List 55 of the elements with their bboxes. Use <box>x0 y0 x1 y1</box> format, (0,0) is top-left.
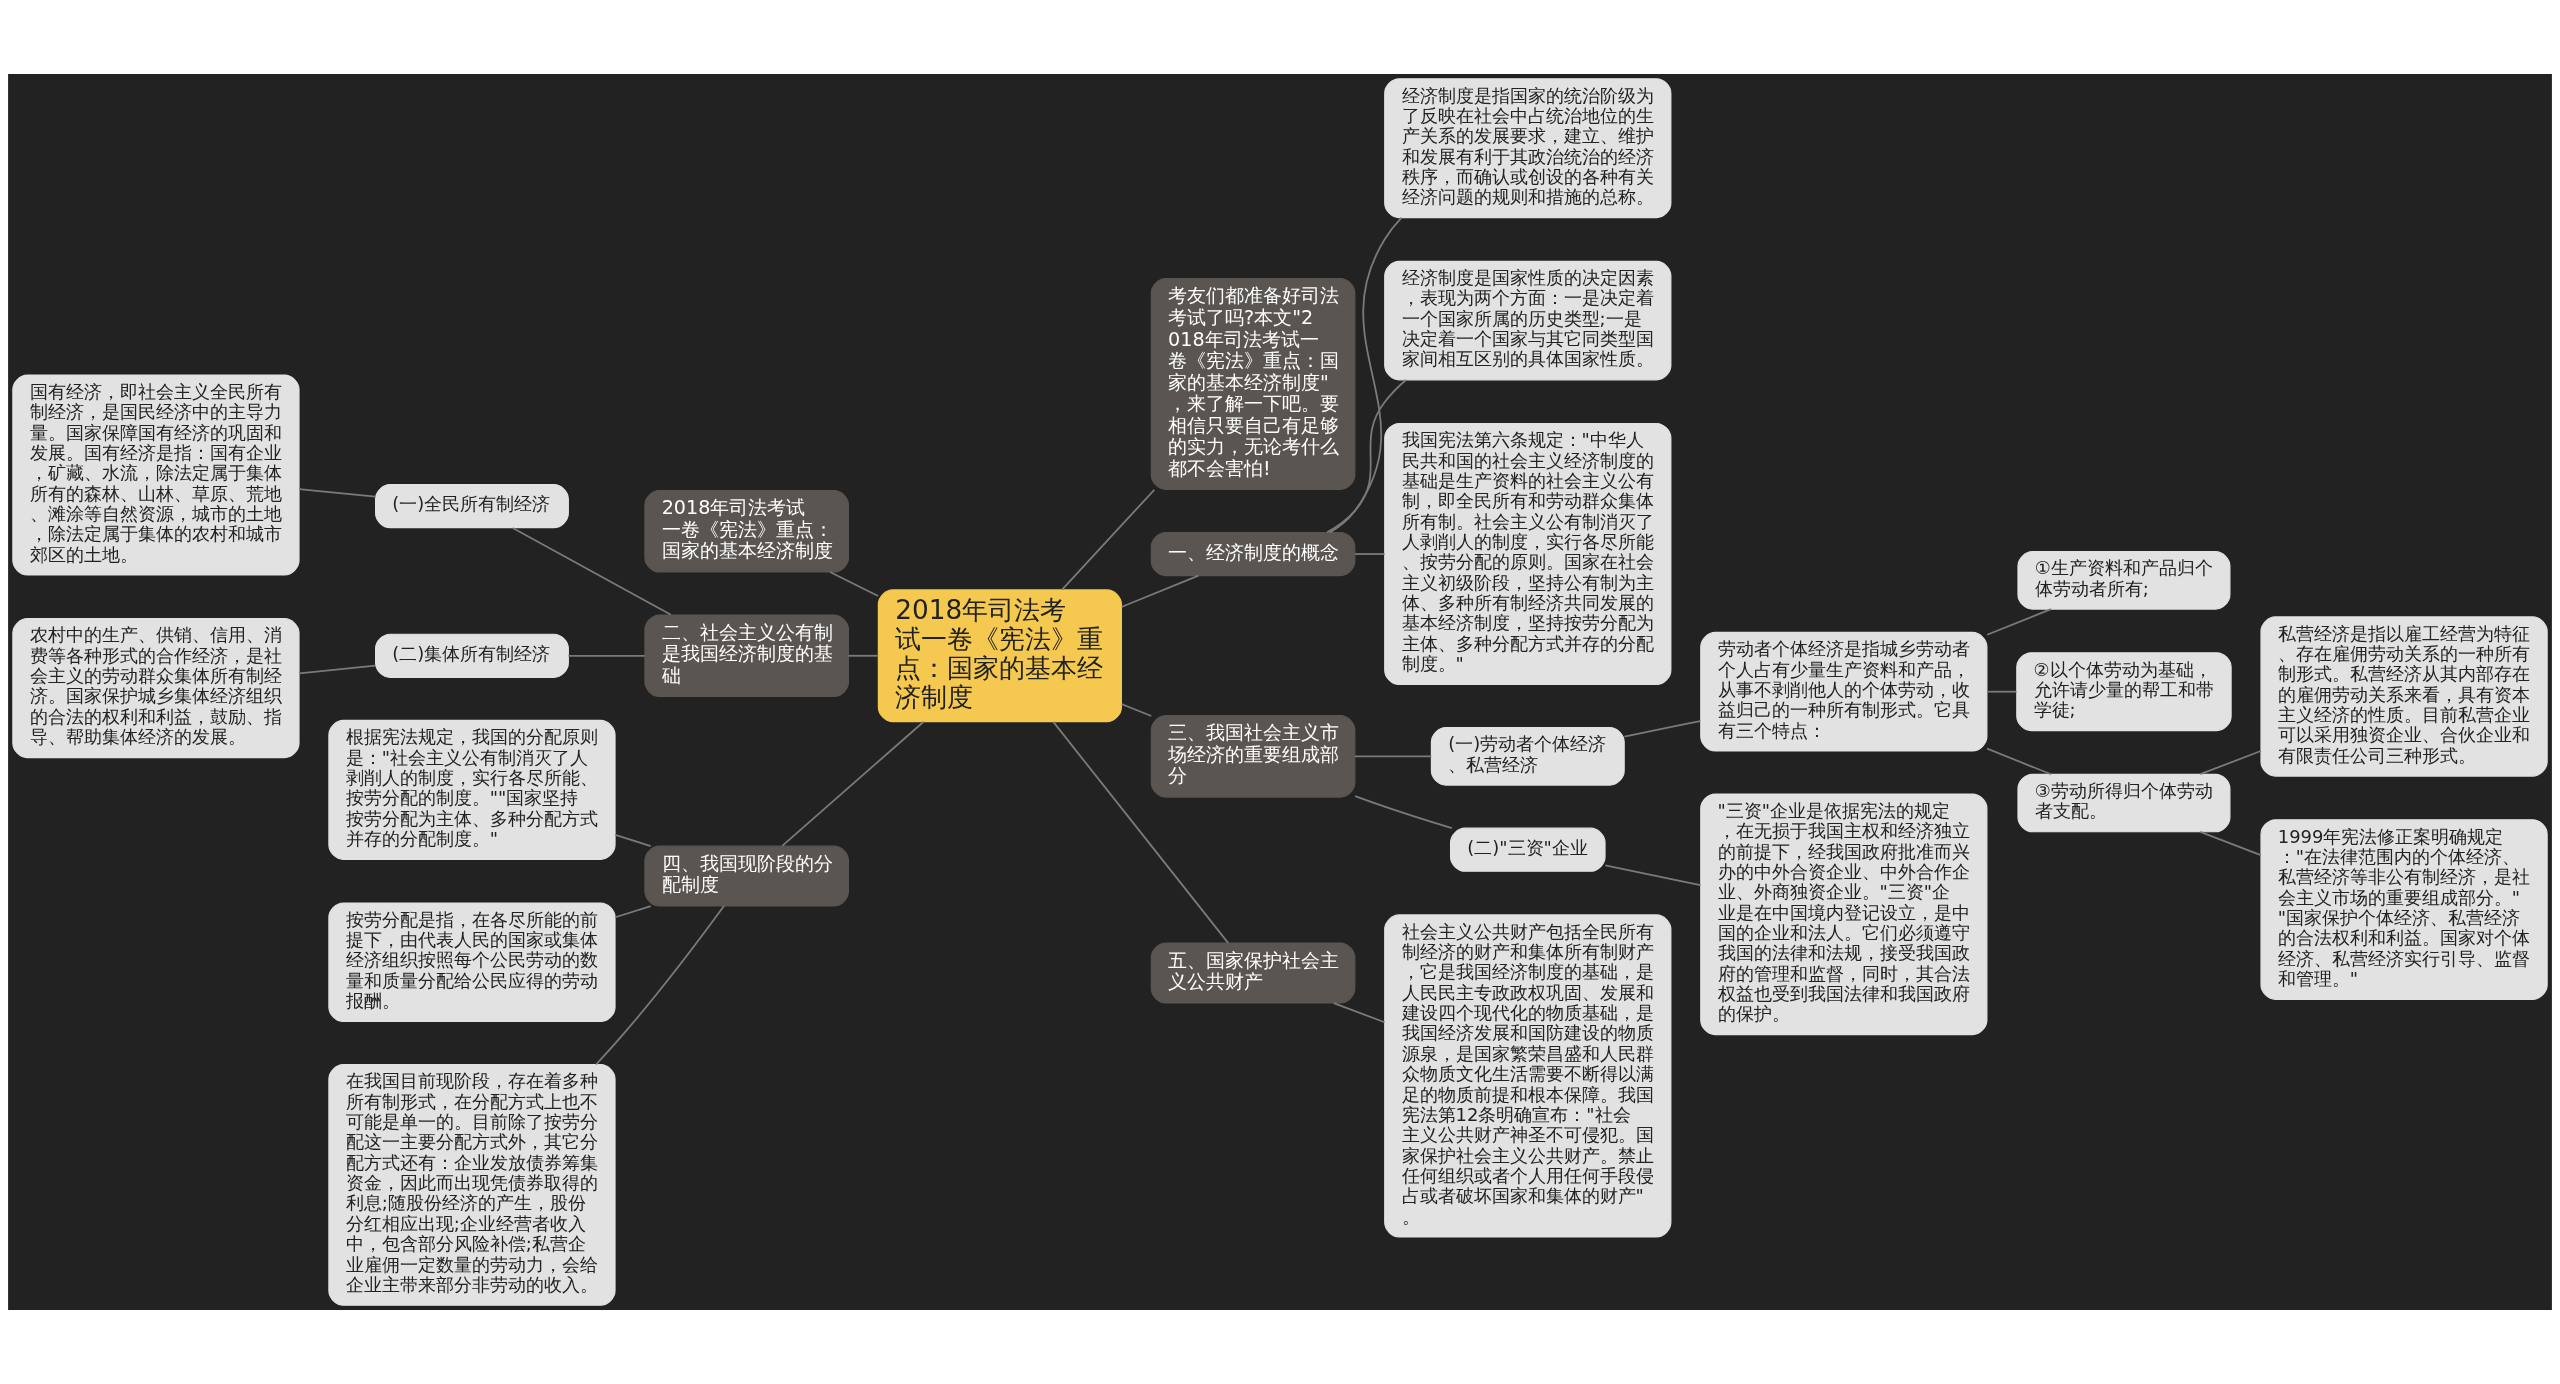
node-box: 考友们都准备好司法考试了吗?本文"2018年司法考试一卷《宪法》重点：国家的基本经济制度"，来了解一下吧。要相信只要自己有足够的实力，无论考什么都不会害怕! <box>1150 278 1356 490</box>
node-box: ②以个体劳动为基础，允许请少量的帮工和带学徒; <box>2016 652 2232 732</box>
node-box: (一)劳动者个体经济、私营经济 <box>1430 727 1625 786</box>
connector <box>1326 379 1407 534</box>
connector <box>1061 488 1156 591</box>
connector <box>847 654 880 657</box>
connector <box>829 571 880 597</box>
connector <box>511 527 672 616</box>
node-box: 国有经济，即社会主义全民所有制经济，是国民经济中的主导力量。国家保障国有经济的巩固和发展。国有经济是指：国有企业，矿藏、水流，除法定属于集体所有的森林、山林、草原、荒地、滩涂等自然资源，城市的土地，除法定属于集体的农村和城市郊区的土地。 <box>12 374 300 576</box>
node-box: 三、我国社会主义市场经济的重要组成部分 <box>1150 715 1356 798</box>
node-box: 2018年司法考试一卷《宪法》重点：国家的基本经济制度 <box>644 490 850 573</box>
node-box: 五、国家保护社会主义公共财产 <box>1150 942 1356 1004</box>
node-box: ③劳动所得归个体劳动者支配。 <box>2017 773 2231 833</box>
connector <box>1120 703 1153 717</box>
connector <box>1986 690 2018 693</box>
connector <box>1604 864 1702 886</box>
node-box: 2018年司法考试一卷《宪法》重点：国家的基本经济制度 <box>877 589 1122 723</box>
connector <box>595 905 725 1066</box>
connector <box>298 488 377 498</box>
node-box: 农村中的生产、供销、信用、消费等各种形式的合作经济，是社会主义的劳动群众集体所有制经济。国家保护城乡集体经济组织的合法的权利和利益，鼓励、指导、帮助集体经济的发展。 <box>12 618 300 759</box>
connector <box>781 720 925 847</box>
node-box: 经济制度是指国家的统治阶级为了反映在社会中占统治地位的生产关系的发展要求，建立、维护和发展有利于其政治统治的经济秩序，而确认或创设的各种有关经济问题的规则和措施的总称。 <box>1384 78 1672 219</box>
node-box: 四、我国现阶段的分配制度 <box>644 845 850 907</box>
node-box: 在我国目前现阶段，存在着多种所有制形式，在分配方式上也不可能是单一的。目前除了按劳分配这一主要分配方式外，其它分配方式还有：企业发放债券筹集资金，因此而出现凭债券取得的利息;随股份经济的产生，股份分红相应出现;企业经营者收入中，包含部分风险补偿;私营企业雇佣一定数量的劳动力，会给企业主带来部分非劳动的收入。 <box>328 1064 616 1306</box>
connector <box>2199 750 2262 776</box>
node-box: 劳动者个体经济是指城乡劳动者个人占有少量生产资料和产品，从事不剥削他人的个体劳动，收益归己的一种所有制形式。它具有三个特点： <box>1700 631 1988 752</box>
connector <box>1354 553 1386 555</box>
node-box: 经济制度是国家性质的决定因素，表现为两个方面：一是决定着一个国家所属的历史类型;一是决定着一个国家与其它同类型国家间相互区别的具体国家性质。 <box>1384 260 1672 381</box>
connector <box>1986 747 2052 776</box>
connector <box>1354 755 1433 758</box>
node-box: ①生产资料和产品归个体劳动者所有; <box>2017 551 2231 610</box>
connector <box>1120 574 1200 608</box>
node-box: 二、社会主义公有制是我国经济制度的基础 <box>644 614 850 698</box>
connector <box>1986 608 2052 636</box>
node-box: (二)"三资"企业 <box>1450 827 1606 872</box>
connector <box>567 654 646 657</box>
node-box: 一、经济制度的概念 <box>1150 531 1356 577</box>
node-box: 按劳分配是指，在各尽所能的前提下，由代表人民的国家或集体经济组织按照每个公民劳动的数量和质量分配给公民应得的劳动报酬。 <box>328 902 616 1023</box>
node-box: 我国宪法第六条规定："中华人民共和国的社会主义经济制度的基础是生产资料的社会主义公有制，即全民所有和劳动群众集体所有制。社会主义公有制消灭了人剥削人的制度，实行各尽所能、按劳分配的原则。国家在社会主义初级阶段，坚持公有制为主体、多种所有制经济共同发展的基本经济制度，坚持按劳分配为主体、多种分配方式并存的分配制度。" <box>1384 422 1672 686</box>
connector <box>614 905 652 919</box>
node-box: "三资"企业是依据宪法的规定，在无损于我国主权和经济独立的前提下，经我国政府批准而兴办的中外合资企业、中外合作企业、外商独资企业。"三资"企业是在中国境内登记设立，是中国的企业和法人。它们必须遵守我国的法律和法规，接受我国政府的管理和监督，同时，其合法权益也受到我国法律和我国政府的保护。 <box>1700 793 1988 1036</box>
node-box: (二)集体所有制经济 <box>375 633 569 678</box>
node-box: (一)全民所有制经济 <box>375 484 569 529</box>
connector <box>1329 216 1403 534</box>
node-box: 社会主义公共财产包括全民所有制经济的财产和集体所有制财产，它是我国经济制度的基础，是人民民主专政政权巩固、发展和建设四个现代化的物质基础，是我国经济发展和国防建设的物质源泉，是国家繁荣昌盛和人民群众物质文化生活需要不断得以满足的物质前提和根本保障。我国宪法第12条明确宣布："社会主义公共财产神圣不可侵犯。国家保护社会主义公共财产。禁止任何组织或者个人用任何手段侵占或者破坏国家和集体的财产"。 <box>1384 914 1672 1238</box>
connector <box>1623 720 1702 738</box>
connector <box>1052 721 1229 944</box>
connector <box>1354 795 1453 830</box>
node-box: 1999年宪法修正案明确规定："在法律范围内的个体经济、私营经济等非公有制经济，是社会主义市场的重要组成部分。""国家保护个体经济、私营经济的合法权利和利益。国家对个体经济、私营经济实行引导、监督和管理。" <box>2260 819 2548 1000</box>
connector <box>1332 1002 1386 1024</box>
connector <box>298 664 377 675</box>
node-box: 私营经济是指以雇工经营为特征、存在雇佣劳动关系的一种所有制形式。私营经济从其内部存在的雇佣劳动关系来看，具有资本主义经济的性质。目前私营企业可以采用独资企业、合伙企业和有限责任公司三种形式。 <box>2260 616 2548 777</box>
node-box: 根据宪法规定，我国的分配原则是："社会主义公有制消灭了人剥削人的制度，实行各尽所能、按劳分配的制度。""国家坚持按劳分配为主体、多种分配方式并存的分配制度。" <box>328 719 616 860</box>
connector <box>614 833 652 847</box>
connector <box>2199 830 2262 856</box>
